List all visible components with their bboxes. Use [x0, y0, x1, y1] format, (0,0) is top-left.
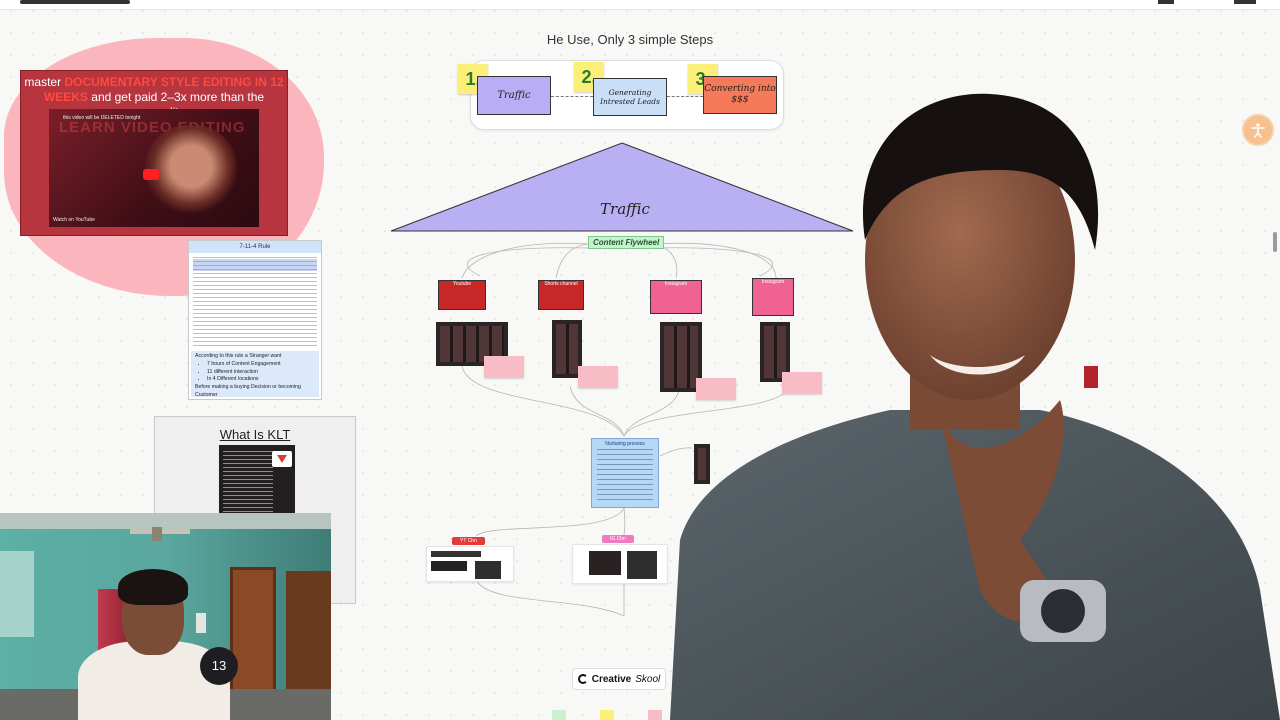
traffic-triangle-label: Traffic [600, 200, 650, 218]
platform-label: Instagram [664, 281, 688, 287]
webcam-ceiling [0, 513, 331, 529]
klt-title: What Is KLT [219, 427, 291, 442]
platform-label: Shorts channel [544, 281, 578, 287]
top-bar-menu[interactable] [1234, 0, 1256, 4]
rule-card-title: 7-11-4 Rule [189, 241, 321, 253]
webcam-window [0, 551, 34, 637]
webcam-person-hair [118, 569, 188, 605]
platform-label: Youtube [452, 281, 472, 287]
hub-image [589, 551, 621, 575]
platform-card-instagram-2[interactable]: Instagram [752, 278, 794, 316]
step-1-box[interactable]: Traffic [477, 76, 551, 115]
ig-hub-label[interactable]: IG Chn [602, 535, 634, 543]
rule-bullet: In 4 Different locations [207, 376, 315, 384]
rule-summary-box: According to this rule a Stranger want 7… [191, 351, 319, 398]
promo-banner[interactable]: master DOCUMENTARY STYLE EDITING IN 12 W… [20, 70, 288, 236]
yt-hub-label[interactable]: YT Chn [452, 537, 485, 545]
promo-video-face [145, 125, 237, 217]
rule-bullet: 11 different interaction [207, 369, 315, 377]
hub-image [627, 551, 657, 579]
promo-video-player[interactable]: LEARN VIDEO EDITING this video will be D… [49, 109, 259, 227]
sticky-note[interactable] [484, 356, 524, 378]
accessibility-button[interactable] [1242, 114, 1274, 146]
promo-video-notice: this video will be DELETED tonight [63, 115, 141, 121]
step-3-box[interactable]: Converting into $$$ [703, 76, 777, 114]
yt-hub-card[interactable] [426, 546, 514, 582]
side-thumbnails[interactable] [694, 444, 710, 484]
step-2-label: Generating Intrested Leads [600, 88, 660, 106]
nurturing-process-title: Nurturing process [605, 441, 645, 447]
promo-headline: master DOCUMENTARY STYLE EDITING IN 12 W… [21, 75, 287, 120]
platform-card-youtube[interactable]: Youtube [438, 280, 486, 310]
creative-skool-logo-icon [577, 674, 588, 684]
content-flywheel-label[interactable]: Content Flywheel [588, 236, 665, 249]
platform-thumbnails[interactable] [760, 322, 790, 382]
webcam-switchboard [196, 613, 206, 633]
sticky-note[interactable] [600, 710, 614, 720]
ceiling-fan-hub [152, 527, 162, 541]
ig-hub-card[interactable] [572, 544, 668, 584]
rule-7-11-4-card[interactable]: 7-11-4 Rule According to this rule a Str… [188, 240, 322, 400]
bottom-sticky-notes[interactable] [550, 708, 680, 720]
step-connector [667, 96, 703, 97]
nurturing-process-text [597, 449, 653, 501]
logo-brand-italic: Skool [635, 673, 661, 685]
promo-headline-highlight: DOCUMENTARY STYLE EDITING IN 12 WEEKS [43, 75, 284, 104]
rule-card-highlight [193, 259, 317, 271]
rule-card-body-text [193, 257, 317, 349]
hub-image [475, 561, 501, 579]
watch-on-youtube-link[interactable]: Watch on YouTube [53, 217, 95, 223]
promo-headline-pre: master [24, 75, 65, 89]
hub-image [431, 561, 467, 571]
platform-thumbnails[interactable] [660, 322, 702, 392]
presenter-image [670, 93, 1280, 720]
accessibility-icon [1251, 123, 1265, 138]
held-clock: 13 [200, 647, 238, 685]
step-3-label: Converting into $$$ [704, 84, 776, 105]
rule-outro: Before making a buying Decision or becom… [195, 384, 301, 398]
sticky-note[interactable] [578, 366, 618, 388]
platform-card-shorts[interactable]: Shorts channel [538, 280, 584, 310]
hub-text [431, 551, 481, 557]
top-bar-icon[interactable] [1158, 0, 1174, 4]
step-connector [551, 96, 593, 97]
platform-thumbnails[interactable] [552, 320, 582, 378]
sticky-note[interactable] [552, 710, 566, 720]
steps-title: He Use, Only 3 simple Steps [546, 32, 714, 47]
step-1-label: Traffic [497, 89, 531, 101]
rule-bullet: 7 hours of Content Engagement [207, 361, 315, 369]
webcam-overlay: 13 [0, 513, 331, 720]
play-icon[interactable] [143, 169, 159, 180]
top-bar [0, 0, 1280, 10]
sticky-note[interactable] [696, 378, 736, 400]
sticky-note[interactable] [782, 372, 822, 394]
logo-brand: Creative [591, 673, 632, 685]
sticky-note[interactable] [648, 710, 662, 720]
scrollbar-thumb[interactable] [1273, 232, 1277, 252]
nurturing-process-card[interactable]: Nurturing process [591, 438, 659, 508]
step-2-box[interactable]: Generating Intrested Leads [593, 78, 667, 116]
offscreen-card[interactable] [1084, 366, 1098, 388]
traffic-triangle[interactable] [390, 142, 854, 232]
top-bar-left-text [20, 0, 130, 4]
platform-label: Instagram [761, 279, 785, 285]
klt-logo-icon [272, 451, 292, 467]
flow-connectors [461, 242, 791, 616]
rule-intro: According to this rule a Stranger want [195, 353, 282, 359]
platform-card-instagram[interactable]: Instagram [650, 280, 702, 314]
